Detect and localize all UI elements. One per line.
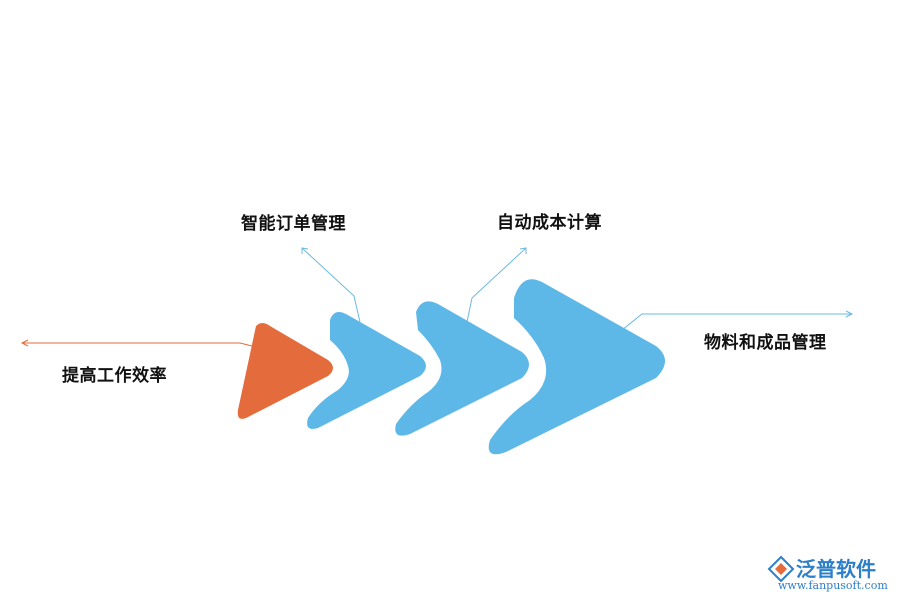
blue-chevron-1-shape	[307, 312, 426, 429]
blue-chevron-2-shape	[395, 301, 529, 436]
connector-order	[301, 247, 361, 323]
connector-cost	[466, 247, 527, 323]
logo-name: 泛普软件	[796, 557, 876, 581]
connector-material	[621, 310, 854, 331]
orange-triangle-shape	[237, 323, 333, 419]
label-auto-cost-calculation: 自动成本计算	[497, 213, 602, 233]
blue-chevron-3-shape	[488, 279, 665, 455]
label-improve-efficiency: 提高工作效率	[62, 366, 167, 386]
logo-url: www.fanpusoft.com	[778, 579, 888, 592]
connector-efficiency	[20, 339, 253, 347]
label-material-product-management: 物料和成品管理	[704, 333, 827, 353]
logo-mark-icon	[767, 555, 795, 583]
label-smart-order-management: 智能订单管理	[241, 214, 346, 234]
brand-logo: 泛普软件 www.fanpusoft.com	[766, 553, 896, 597]
